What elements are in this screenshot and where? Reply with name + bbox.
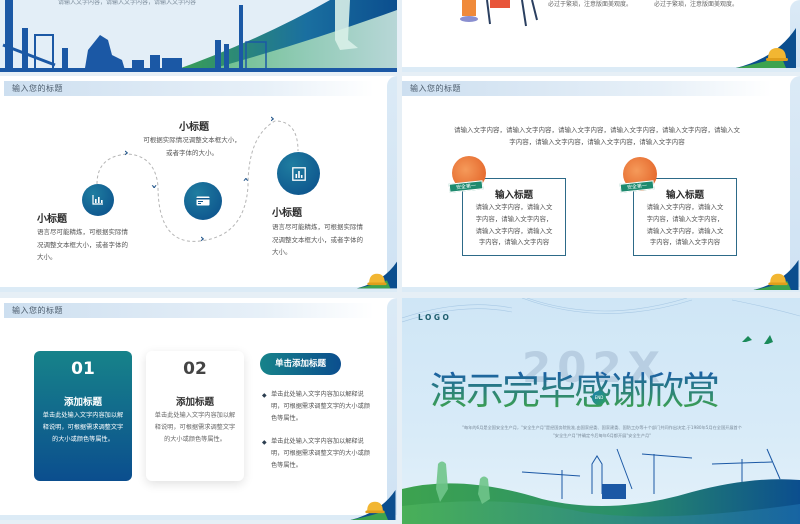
dashed-path-connector [96,120,299,242]
construction-landscape-illustration [402,448,800,524]
slide-frame-bottom [402,67,800,72]
slide-header: 输入您的标题 [4,81,374,96]
bullet-item-2: ◆ 单击此处输入文字内容加以解释说明，可根据需求调整文字的大小或颜色等属性。 [262,438,370,469]
card-title: 添加标题 [175,397,214,408]
chart-board-icon [291,166,306,181]
step-2-circle [184,182,222,220]
card-title: 输入标题 [665,190,704,201]
slide-header: 输入您的标题 [4,303,374,318]
slide-frame-bottom [0,287,397,292]
numbered-card-2: 02 添加标题 单击此处输入文字内容加以解释说明，可根据需求调整文字的大小或颜色… [146,351,244,481]
content-card-1: 输入标题 请输入文字内容，请输入文字内容，请输入文字内容，请输入文字内容，请输入… [462,178,566,256]
chevron-right-icon: › [200,232,205,245]
end-title: 演示完毕感谢欣赏 [430,360,720,415]
slide2-caption-left: 必过于繁琐，注意版面美观度。 [548,1,633,8]
end-description: "每年的6月是全国安全生产月，"安全生产月"是经国务院批准,由国家经委、国家建委… [462,425,742,438]
year-watermark: 202X [522,343,666,392]
slide-thumbnail-5[interactable]: 输入您的标题 01 添加标题 单击此处输入文字内容加以解释说明，可根据需求调整文… [0,298,397,520]
hardhat-icon [766,48,788,61]
card-desc: 单击此处输入文字内容加以解释说明，可根据需求调整文字的大小或颜色等属性。 [42,412,124,443]
card-body: 请输入文字内容，请输入文字内容，请输入文字内容，请输入文字内容，请输入文字内容，… [475,203,553,247]
step-1-circle [82,184,114,216]
hardhat-icon [768,273,788,286]
numbered-card-1: 01 添加标题 单击此处输入文字内容加以解释说明，可根据需求调整文字的大小或颜色… [34,351,132,481]
hardhat-icon [367,273,387,286]
end-badge: END [592,391,606,405]
city-skyline-illustration [0,0,397,72]
content-card-2: 输入标题 请输入文字内容，请输入文字内容，请输入文字内容，请输入文字内容，请输入… [633,178,737,256]
diamond-bullet-icon: ◆ [262,392,267,399]
bar-chart-icon [92,195,103,205]
wave-lines-decoration [402,298,800,323]
diamond-bullet-icon: ◆ [262,439,267,446]
slide-frame-rail [387,298,397,520]
chevron-up-icon: › [238,177,252,182]
card-body: 请输入文字内容，请输入文字内容，请输入文字内容，请输入文字内容，请输入文字内容，… [646,203,724,247]
slide1-caption: 请输入文字内容，请输入文字内容，请输入文字内容 [58,0,197,6]
hardhat-icon [365,501,385,514]
step-2-title: 小标题 [179,122,209,133]
logo-text: LOGO [418,313,452,322]
step-3-circle [277,152,320,195]
slide-thumbnail-4[interactable]: 输入您的标题 请输入文字内容，请输入文字内容，请输入文字内容，请输入文字内容，请… [402,76,800,292]
birds-icon [742,335,773,344]
worker-on-ladder-illustration [460,0,538,27]
slide2-caption-right: 必过于繁琐，注意版面美观度。 [654,1,739,8]
slide-thumbnail-2[interactable]: 必过于繁琐，注意版面美观度。 必过于繁琐，注意版面美观度。 [402,0,800,72]
chevron-right-icon: › [124,146,129,159]
slide-frame-rail [790,76,800,292]
bullet-item-1: ◆ 单击此处输入文字内容加以解释说明，可根据需求调整文字的大小或颜色等属性。 [262,391,370,422]
card-title: 输入标题 [494,190,533,201]
add-title-pill-button[interactable]: 单击添加标题 [260,353,341,375]
card-icon [196,196,210,206]
slide-frame-rail [387,76,397,292]
chevron-down-icon: › [147,184,161,189]
card-number: 01 [71,359,95,379]
step-3-title: 小标题 [272,208,302,219]
slide-thumbnail-6[interactable]: LOGO 202X 演示完毕感谢欣赏 END "每年的6月是全国安全生产月，"安… [402,298,800,524]
slide-thumbnail-1[interactable]: 请输入文字内容，请输入文字内容，请输入文字内容 [0,0,397,72]
card-number: 02 [183,359,207,379]
chevron-right-icon: › [270,112,275,125]
slide-header: 输入您的标题 [402,81,772,96]
step-1-title: 小标题 [37,214,67,225]
intro-text: 请输入文字内容，请输入文字内容，请输入文字内容，请输入文字内容，请输入文字内容，… [454,126,740,146]
slide-thumbnail-3[interactable]: 输入您的标题 › › › › › 小标题 语言尽可能精炼，可根据实际情况调整文本… [0,76,397,292]
step-3-desc: 语言尽可能精炼，可根据实际情况调整文本框大小，或者字体的大小。 [272,223,363,256]
step-2-desc: 可根据实际情况调整文本框大小，或者字体的大小。 [143,136,241,157]
slide-frame-bottom [0,515,397,520]
card-title: 添加标题 [63,397,102,408]
slide-frame-bottom [402,287,800,292]
step-1-desc: 语言尽可能精炼，可根据实际情况调整文本框大小，或者字体的大小。 [37,228,128,261]
card-desc: 单击此处输入文字内容加以解释说明，可根据需求调整文字的大小或颜色等属性。 [154,412,236,443]
